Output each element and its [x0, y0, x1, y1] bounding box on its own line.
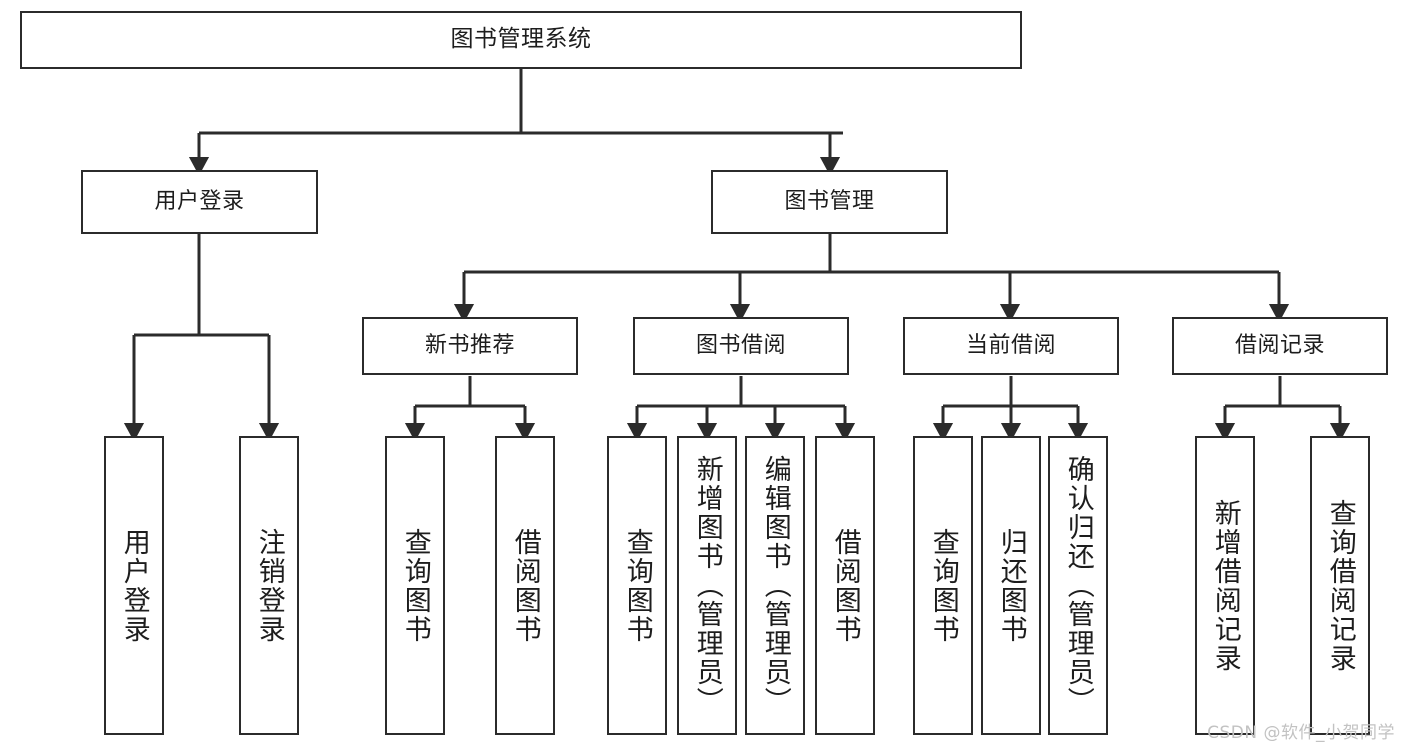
node-leaf-logout[interactable]: 注销登录: [239, 436, 299, 735]
node-borrow-record[interactable]: 借阅记录: [1172, 317, 1388, 375]
node-leaf-user-login[interactable]: 用户登录: [104, 436, 164, 735]
node-book-management[interactable]: 图书管理: [711, 170, 948, 234]
node-root-system[interactable]: 图书管理系统: [20, 11, 1022, 69]
node-label: 注销登录: [253, 527, 285, 644]
node-leaf-query-book-1[interactable]: 查询图书: [385, 436, 445, 735]
node-label: 图书借阅: [695, 332, 786, 358]
node-new-book-recommendation[interactable]: 新书推荐: [362, 317, 578, 375]
node-label: 查询图书: [927, 527, 959, 644]
node-label: 新书推荐: [424, 332, 515, 358]
node-label: 图书管理系统: [450, 26, 592, 53]
node-label: 查询图书: [399, 527, 431, 644]
node-label: 新增借阅记录: [1209, 498, 1241, 673]
node-label: 当前借阅: [965, 332, 1056, 358]
node-label: 图书管理: [784, 188, 875, 214]
node-user-login[interactable]: 用户登录: [81, 170, 318, 234]
node-label: 借阅图书: [829, 527, 861, 644]
node-label: 新增图书（管理员）: [691, 455, 723, 716]
node-label: 用户登录: [118, 527, 150, 644]
node-leaf-return-book[interactable]: 归还图书: [981, 436, 1041, 735]
node-label: 编辑图书（管理员）: [759, 455, 791, 716]
node-label: 确认归还（管理员）: [1062, 455, 1094, 716]
node-label: 查询借阅记录: [1324, 498, 1356, 673]
node-leaf-borrow-book-2[interactable]: 借阅图书: [815, 436, 875, 735]
node-leaf-confirm-return[interactable]: 确认归还（管理员）: [1048, 436, 1108, 735]
node-label: 借阅记录: [1234, 332, 1325, 358]
node-leaf-query-book-2[interactable]: 查询图书: [607, 436, 667, 735]
node-leaf-add-book[interactable]: 新增图书（管理员）: [677, 436, 737, 735]
node-book-borrowing[interactable]: 图书借阅: [633, 317, 849, 375]
node-leaf-borrow-book-1[interactable]: 借阅图书: [495, 436, 555, 735]
node-label: 查询图书: [621, 527, 653, 644]
node-leaf-add-borrow-record[interactable]: 新增借阅记录: [1195, 436, 1255, 735]
node-label: 归还图书: [995, 527, 1027, 644]
node-label: 用户登录: [154, 188, 245, 214]
watermark: CSDN @软件_小贺同学: [1207, 723, 1395, 743]
node-current-borrowing[interactable]: 当前借阅: [903, 317, 1119, 375]
node-leaf-edit-book[interactable]: 编辑图书（管理员）: [745, 436, 805, 735]
node-leaf-query-borrow-record[interactable]: 查询借阅记录: [1310, 436, 1370, 735]
node-leaf-query-book-3[interactable]: 查询图书: [913, 436, 973, 735]
node-label: 借阅图书: [509, 527, 541, 644]
